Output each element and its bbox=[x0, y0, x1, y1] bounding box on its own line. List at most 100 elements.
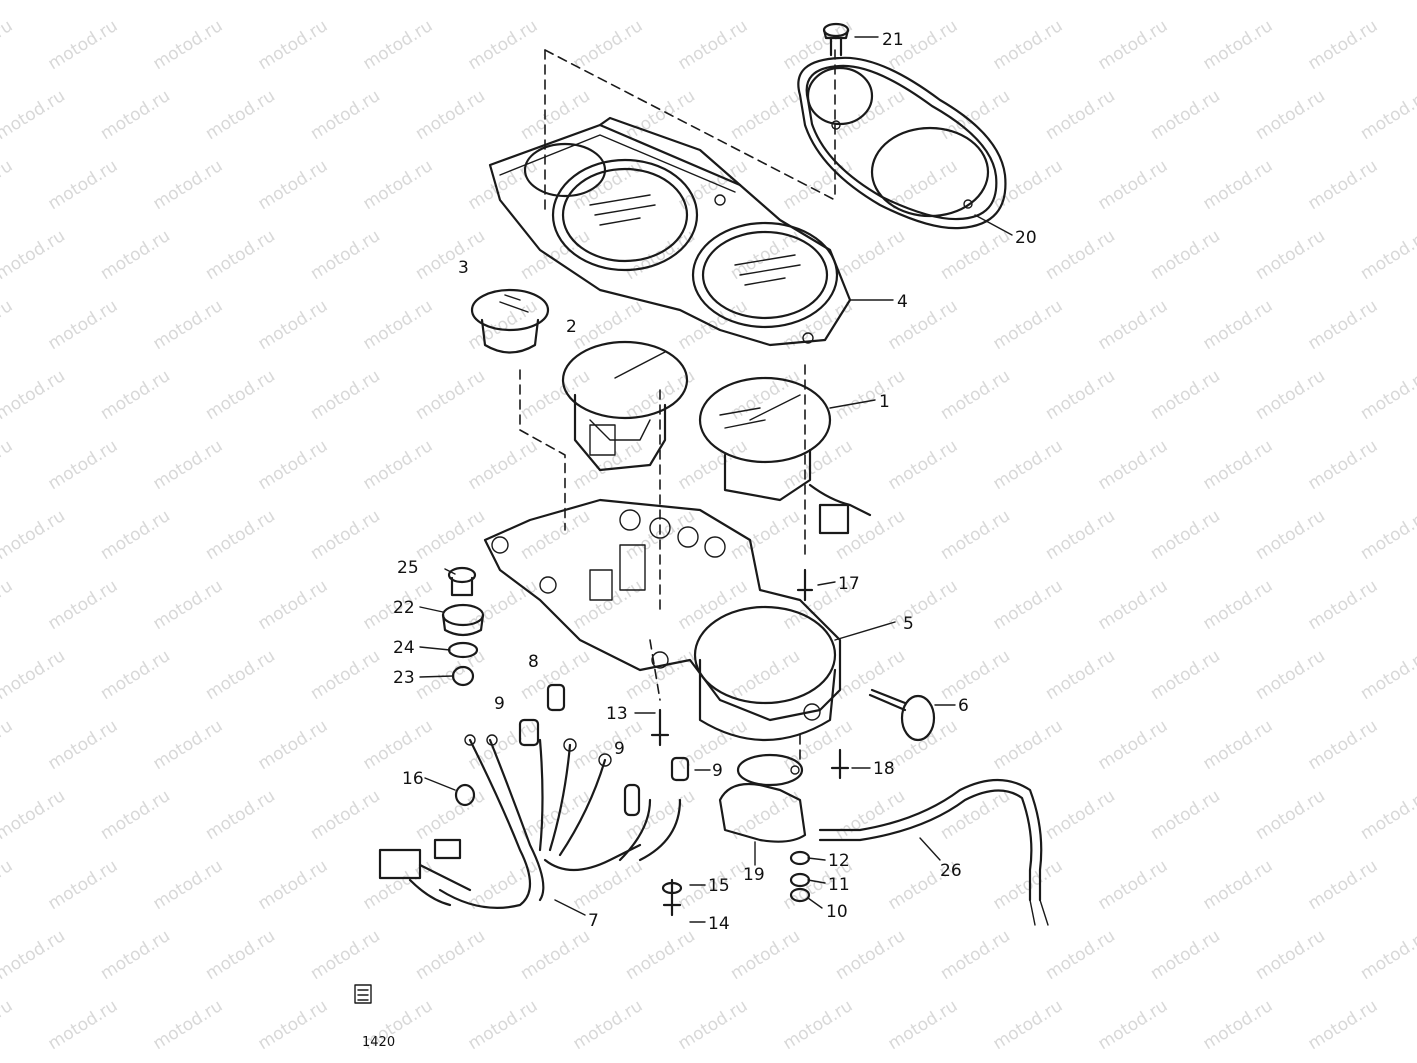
callout-25: 24 bbox=[393, 638, 415, 658]
watermark-text: motod.ru bbox=[255, 996, 332, 1054]
watermark-text: motod.ru bbox=[0, 226, 69, 284]
watermark-text: motod.ru bbox=[1147, 926, 1224, 984]
watermark-text: motod.ru bbox=[1095, 716, 1172, 774]
watermark-text: motod.ru bbox=[1095, 296, 1172, 354]
watermark-text: motod.ru bbox=[1042, 506, 1119, 564]
watermark-text: motod.ru bbox=[885, 996, 962, 1054]
watermark-text: motod.ru bbox=[150, 576, 227, 634]
watermark-text: motod.ru bbox=[1095, 16, 1172, 74]
meter-case-lower-5 bbox=[483, 498, 842, 741]
watermark-text: motod.ru bbox=[1200, 436, 1277, 494]
watermark-text: motod.ru bbox=[1095, 576, 1172, 634]
callout-16: 15 bbox=[708, 876, 730, 896]
watermark-text: motod.ru bbox=[1200, 716, 1277, 774]
watermark-text: motod.ru bbox=[1357, 506, 1417, 564]
callout-24: 23 bbox=[393, 668, 415, 688]
watermark-text: motod.ru bbox=[150, 996, 227, 1054]
watermark-text: motod.ru bbox=[150, 856, 227, 914]
watermark-text: motod.ru bbox=[1147, 366, 1224, 424]
watermark-text: motod.ru bbox=[570, 296, 647, 354]
watermark-text: motod.ru bbox=[202, 926, 279, 984]
watermark-text: motod.ru bbox=[885, 716, 962, 774]
watermark-text: motod.ru bbox=[990, 716, 1067, 774]
watermark-text: motod.ru bbox=[1252, 226, 1329, 284]
watermark-text: motod.ru bbox=[1305, 156, 1382, 214]
watermark-text: motod.ru bbox=[1252, 786, 1329, 844]
watermark-text: motod.ru bbox=[937, 366, 1014, 424]
grommet-17 bbox=[454, 783, 476, 807]
watermark-text: motod.ru bbox=[1252, 86, 1329, 144]
watermark-text: motod.ru bbox=[1095, 996, 1172, 1054]
watermark-text: motod.ru bbox=[1042, 86, 1119, 144]
speedometer-2 bbox=[561, 340, 689, 472]
watermark-text: motod.ru bbox=[1357, 926, 1417, 984]
watermark-text: motod.ru bbox=[1252, 366, 1329, 424]
watermark-text: motod.ru bbox=[255, 156, 332, 214]
watermark-text: motod.ru bbox=[1200, 996, 1277, 1054]
watermark-text: motod.ru bbox=[202, 366, 279, 424]
diagram-code-block: 1420 bbox=[354, 984, 395, 1050]
callout-6: 6 bbox=[958, 696, 969, 716]
watermark-text: motod.ru bbox=[202, 86, 279, 144]
watermark-text: motod.ru bbox=[412, 506, 489, 564]
watermark-text: motod.ru bbox=[0, 926, 69, 984]
callout-10: 9 bbox=[614, 739, 625, 759]
watermark-text: motod.ru bbox=[360, 856, 437, 914]
watermark-text: motod.ru bbox=[675, 16, 752, 74]
fuel-gauge-3 bbox=[470, 288, 550, 354]
watermark-text: motod.ru bbox=[1147, 226, 1224, 284]
watermark-text: motod.ru bbox=[675, 296, 752, 354]
callout-2: 2 bbox=[566, 317, 577, 337]
watermark-text: motod.ru bbox=[255, 856, 332, 914]
callout-13: 12 bbox=[828, 851, 850, 871]
watermark-text: motod.ru bbox=[832, 366, 909, 424]
watermark-text: motod.ru bbox=[307, 786, 384, 844]
watermark-text: motod.ru bbox=[465, 296, 542, 354]
watermark-text: motod.ru bbox=[622, 926, 699, 984]
watermark-text: motod.ru bbox=[1357, 646, 1417, 704]
watermark-text: motod.ru bbox=[307, 226, 384, 284]
watermark-text: motod.ru bbox=[990, 16, 1067, 74]
watermark-text: motod.ru bbox=[727, 786, 804, 844]
callout-4: 4 bbox=[897, 292, 908, 312]
callout-17: 16 bbox=[402, 769, 424, 789]
callout-14: 13 bbox=[606, 704, 628, 724]
callout-27: 26 bbox=[940, 861, 962, 881]
diagram-code: 1420 bbox=[362, 1035, 395, 1050]
watermark-text: motod.ru bbox=[202, 226, 279, 284]
gear-unit-20 bbox=[718, 753, 807, 843]
callout-22: 21 bbox=[882, 30, 904, 50]
watermark-text: motod.ru bbox=[150, 16, 227, 74]
watermark-text: motod.ru bbox=[0, 856, 16, 914]
watermark-text: motod.ru bbox=[1305, 856, 1382, 914]
watermark-text: motod.ru bbox=[1305, 436, 1382, 494]
watermark-text: motod.ru bbox=[832, 786, 909, 844]
watermark-text: motod.ru bbox=[360, 436, 437, 494]
callout-18: 17 bbox=[838, 574, 860, 594]
screws bbox=[650, 568, 850, 917]
watermark-text: motod.ru bbox=[45, 996, 122, 1054]
watermark-text: motod.ru bbox=[1042, 226, 1119, 284]
watermark-text: motod.ru bbox=[727, 926, 804, 984]
watermark-text: motod.ru bbox=[255, 16, 332, 74]
watermark-text: motod.ru bbox=[202, 646, 279, 704]
watermark-text: motod.ru bbox=[937, 506, 1014, 564]
watermark-text: motod.ru bbox=[97, 786, 174, 844]
watermark-text: motod.ru bbox=[97, 506, 174, 564]
watermark-text: motod.ru bbox=[0, 996, 16, 1054]
watermark-text: motod.ru bbox=[1305, 296, 1382, 354]
watermark-text: motod.ru bbox=[885, 576, 962, 634]
watermark-text: motod.ru bbox=[465, 16, 542, 74]
watermark-text: motod.ru bbox=[517, 366, 594, 424]
watermark-text: motod.ru bbox=[1147, 506, 1224, 564]
trip-knob-6 bbox=[868, 688, 936, 742]
watermark-text: motod.ru bbox=[1252, 646, 1329, 704]
watermark-text: motod.ru bbox=[937, 226, 1014, 284]
watermark-text: motod.ru bbox=[937, 926, 1014, 984]
watermark-text: motod.ru bbox=[570, 436, 647, 494]
watermark-text: motod.ru bbox=[780, 296, 857, 354]
watermark-text: motod.ru bbox=[1147, 646, 1224, 704]
callout-26: 25 bbox=[397, 558, 419, 578]
watermark-text: motod.ru bbox=[1357, 86, 1417, 144]
watermark-text: motod.ru bbox=[0, 576, 16, 634]
